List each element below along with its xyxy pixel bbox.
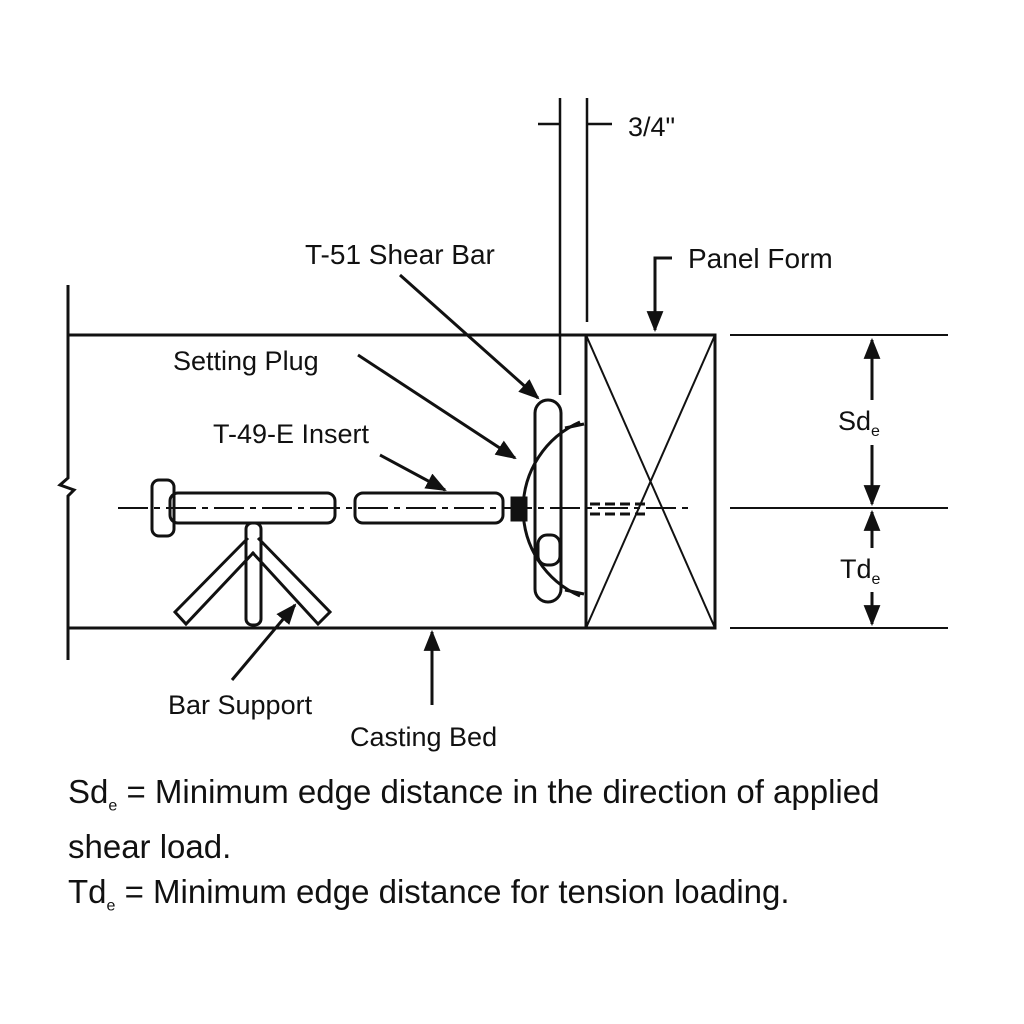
panel-form-label: Panel Form [688, 243, 833, 274]
bar-support [172, 521, 333, 627]
panel-form [584, 333, 717, 630]
td-definition: Tde = Minimum edge distance for tension … [68, 873, 790, 915]
sd-definition: Sde = Minimum edge distance in the direc… [68, 773, 880, 865]
shear-bar-label: T-51 Shear Bar [305, 239, 495, 270]
break-line [57, 285, 77, 660]
setting-plug-label: Setting Plug [173, 346, 319, 376]
insert-label: T-49-E Insert [213, 419, 370, 449]
shear-bar-head [150, 478, 176, 538]
gap-dimension-label: 3/4" [628, 112, 675, 142]
insert-body [353, 491, 505, 525]
setting-plug [533, 398, 563, 604]
td-label: Tde [840, 554, 881, 588]
sd-label: Sde [838, 406, 880, 440]
bar-support-label: Bar Support [168, 690, 313, 720]
casting-bed-label: Casting Bed [350, 722, 497, 752]
